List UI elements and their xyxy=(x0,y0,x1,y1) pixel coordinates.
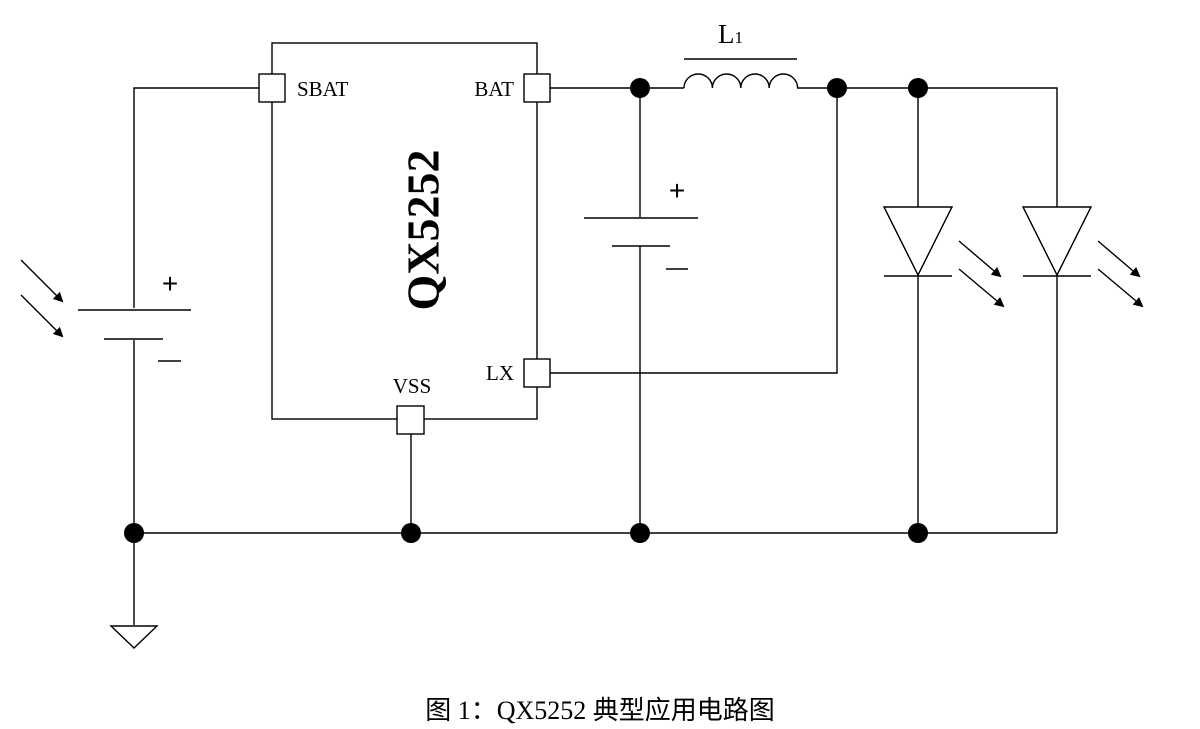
led-1 xyxy=(882,206,1005,308)
led-1-emit-arrow-2 xyxy=(958,268,1005,308)
led-1-emit-arrow-1 xyxy=(958,240,1002,278)
battery: + xyxy=(584,175,698,270)
inductor-label-main: L xyxy=(718,19,735,49)
ic-name-label: QX5252 xyxy=(398,150,449,311)
light-arrow-2 xyxy=(20,294,64,338)
inductor-label-sub: 1 xyxy=(735,28,744,47)
inductor-coil xyxy=(683,73,799,89)
junction-dot xyxy=(908,523,928,543)
inductor-label: L1 xyxy=(718,19,743,49)
pin-bat xyxy=(523,73,551,103)
figure-caption: 图 1：QX5252 典型应用电路图 xyxy=(425,696,775,725)
led-2-emit-arrow-2 xyxy=(1097,268,1144,308)
junction-dot xyxy=(630,523,650,543)
wire-lx xyxy=(550,88,838,374)
junction-dot xyxy=(630,78,650,98)
battery-plus: + xyxy=(669,175,685,206)
pin-vss-label: VSS xyxy=(393,374,432,398)
led-1-triangle xyxy=(882,206,954,277)
junction-dot xyxy=(908,78,928,98)
led-2 xyxy=(1021,206,1144,308)
pin-lx-label: LX xyxy=(486,361,514,385)
inductor-l1: L1 xyxy=(683,19,799,89)
pin-sbat xyxy=(258,73,286,103)
led-2-triangle xyxy=(1021,206,1093,277)
junction-dot xyxy=(827,78,847,98)
pin-lx xyxy=(523,358,551,388)
pin-bat-label: BAT xyxy=(474,77,514,101)
wire-led-top xyxy=(797,87,1058,207)
pin-vss xyxy=(396,405,425,435)
junctions xyxy=(124,78,928,543)
led-2-emit-arrow-1 xyxy=(1097,240,1141,278)
junction-dot xyxy=(124,523,144,543)
junction-dot xyxy=(401,523,421,543)
solar-cell: + xyxy=(20,259,191,362)
pin-sbat-label: SBAT xyxy=(297,77,349,101)
ground-icon xyxy=(109,625,159,649)
solar-cell-plus: + xyxy=(162,268,178,299)
wire-sbat xyxy=(133,87,259,308)
light-arrow-1 xyxy=(20,259,64,303)
wires xyxy=(133,87,1058,625)
